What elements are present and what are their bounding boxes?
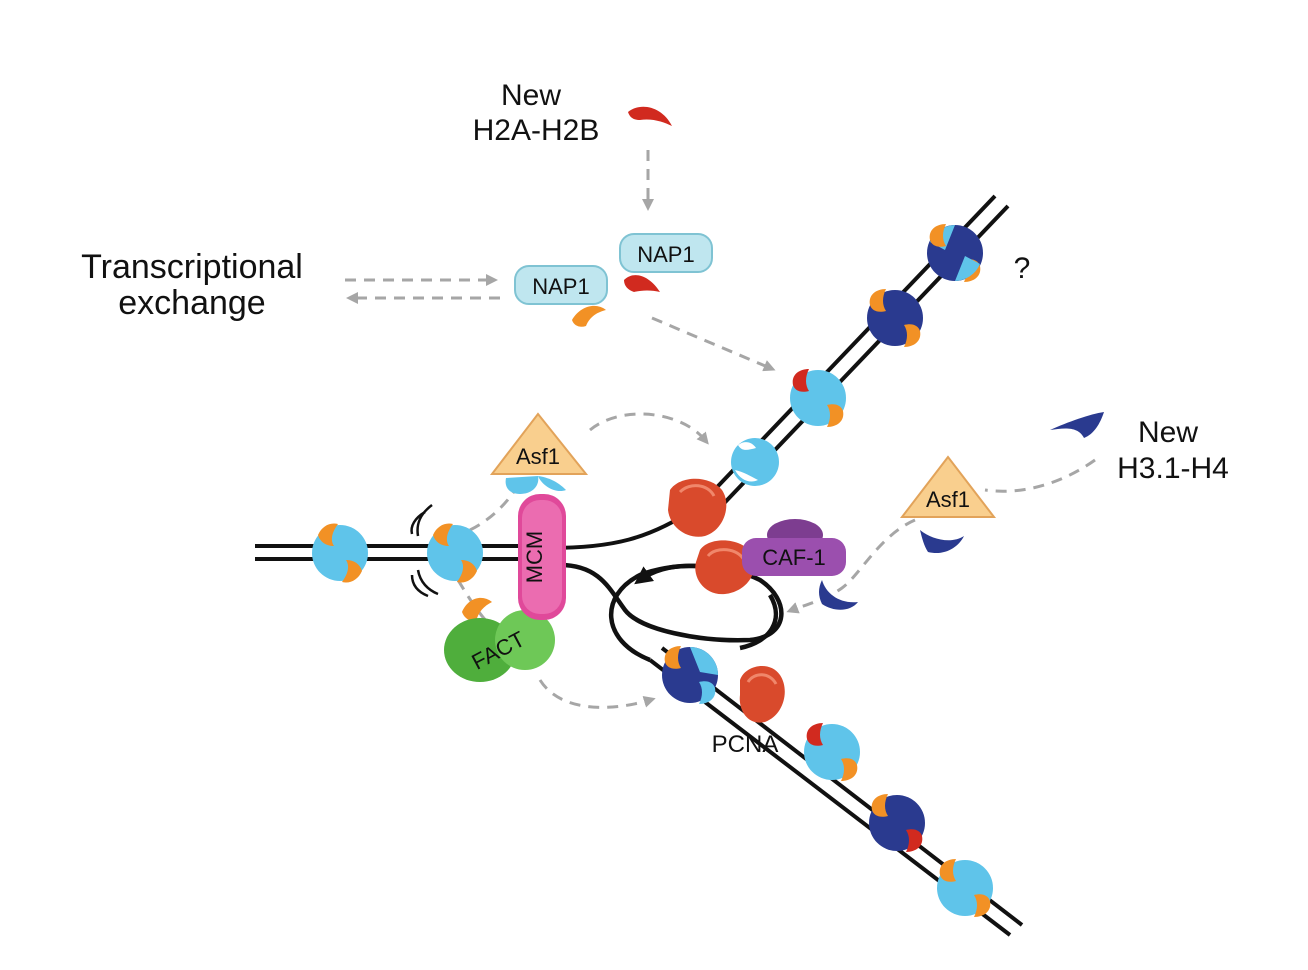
pcna-clamp-lower [739,665,785,723]
fact-complex: FACT [444,610,555,682]
caf1-label: CAF-1 [762,545,826,570]
new-h2a-h2b-label-line1: New [501,79,561,112]
asf1-left-label: Asf1 [516,444,560,469]
nap1-bound-orange-histone [572,305,606,327]
histone-flow-arrows [345,150,1096,709]
transcriptional-exchange-label-line1: Transcriptional [81,248,303,286]
pcna-clamp-upper [668,478,727,537]
question-mark-label: ? [1014,252,1031,285]
nap1-bottom-label: NAP1 [532,274,589,299]
fact-bound-histone [462,597,492,622]
nucleosome-upper-3 [790,369,846,427]
nucleosome-lower-3 [869,794,925,852]
new-h3-h4-label-line2: H3.1-H4 [1117,452,1229,485]
nap1-bound-h2a-h2b [624,275,660,292]
asf1-bound-h3-h4 [920,530,964,554]
mcm-helicase: MCM [518,494,566,620]
caf1-bound-h3-h4 [819,580,858,610]
pcna-label: PCNA [712,731,779,758]
nucleosome-parental-1 [312,523,368,583]
new-h2a-h2b-histone [628,106,672,126]
asf1-right-label: Asf1 [926,487,970,512]
nucleosome-lower-4 [937,859,993,917]
nap1-bottom: NAP1 [514,265,608,305]
new-h2a-h2b-label-line2: H2A-H2B [473,114,600,147]
nucleosome-parental-2 [427,523,483,583]
asf1-right: Asf1 [899,455,997,518]
nucleosome-upper-4-partial [731,438,779,486]
mcm-label: MCM [522,531,547,584]
new-h3-h4-label-line1: New [1138,416,1198,449]
motion-marks [410,504,439,598]
new-h3-h4-histone [1050,412,1104,438]
transcriptional-exchange-label-line2: exchange [118,284,265,322]
nap1-top-label: NAP1 [637,242,694,267]
caf1-complex: CAF-1 [742,519,846,576]
parental-dna [255,544,535,561]
nucleosome-lower-2 [804,723,860,781]
asf1-left: Asf1 [489,412,589,494]
nap1-top: NAP1 [619,233,713,273]
nucleosome-upper-1 [927,224,983,282]
nucleosome-upper-2 [867,289,923,347]
nucleosome-lower-1 [662,646,718,704]
